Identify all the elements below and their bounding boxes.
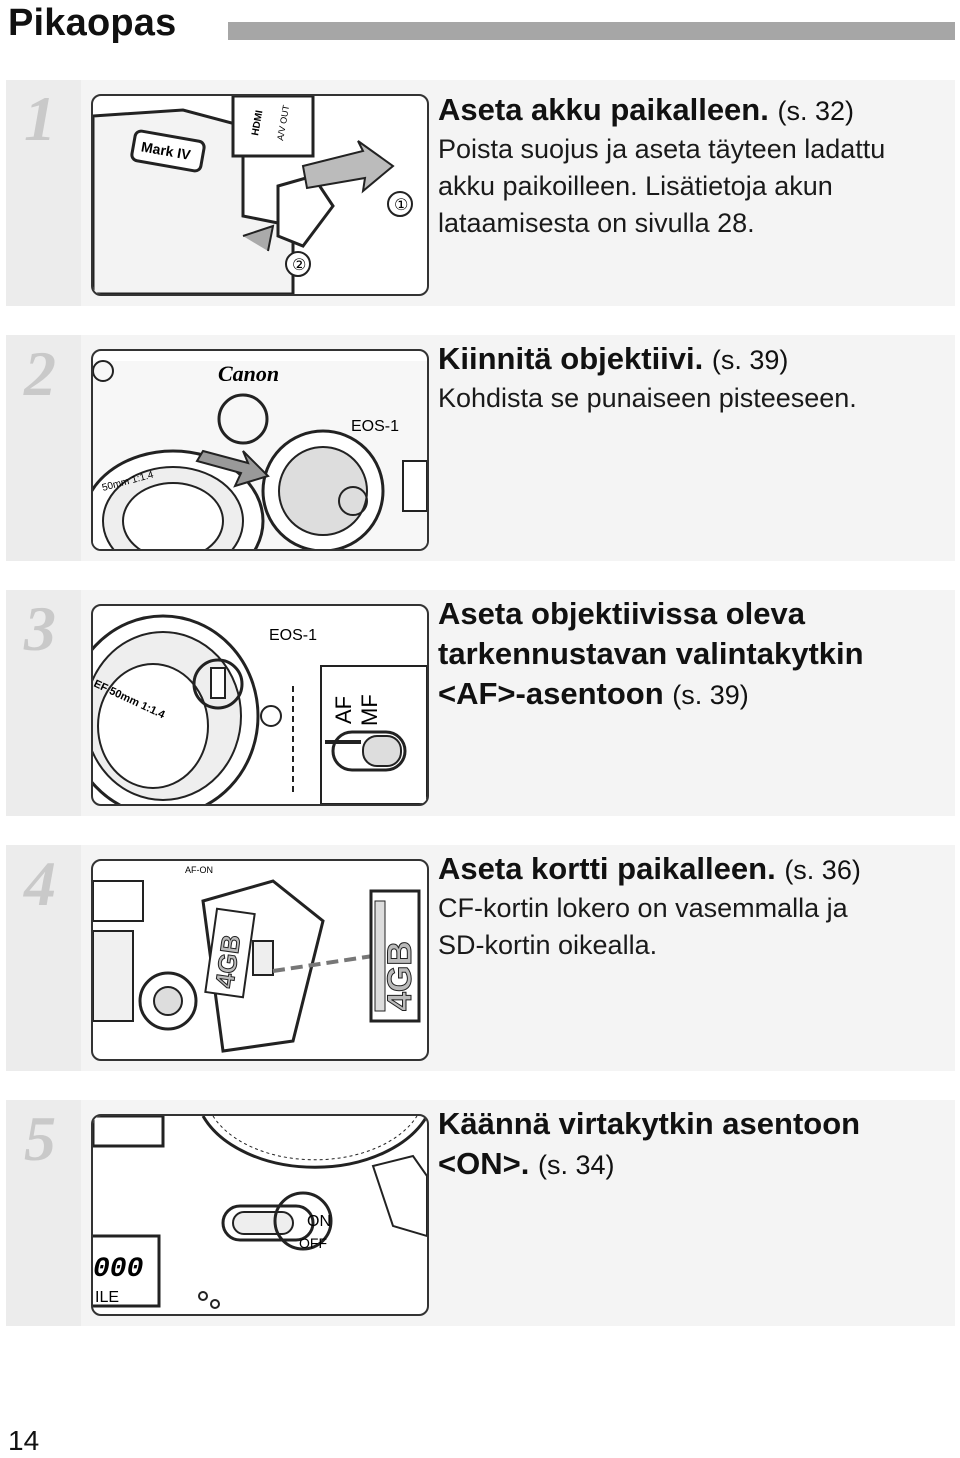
page-title: Pikaopas: [8, 2, 177, 44]
step-number: 4: [24, 848, 56, 919]
desc-line: Poista suojus ja aseta täyteen ladattu: [438, 134, 886, 164]
step-number-box: 1: [6, 80, 81, 306]
step-number-box: 3: [6, 590, 81, 816]
off-label: OFF: [299, 1235, 327, 1251]
step-3: 3 EOS-1 EF 50mm 1:1.4 AF MF Aseta objekt…: [6, 590, 955, 816]
heading-text: Kiinnitä objektiivi.: [438, 341, 704, 376]
power-switch-illustration: 000 ILE ON OFF: [91, 1114, 429, 1316]
step-number: 1: [24, 83, 56, 154]
step-number: 2: [24, 338, 56, 409]
step-description: Poista suojus ja aseta täyteen ladattu a…: [438, 131, 958, 242]
on-label: ON: [307, 1213, 331, 1230]
button-label: AF-ON: [185, 865, 213, 875]
port-label-hdmi: HDMI: [250, 109, 265, 136]
desc-line: lataamisesta on sivulla 28.: [438, 208, 755, 238]
step-text: Aseta objektiivissa oleva tarkennustavan…: [438, 594, 958, 715]
heading-line: tarkennustavan valintakytkin: [438, 636, 864, 671]
sd-card-capacity: 4GB: [381, 941, 419, 1011]
callout-2: ②: [292, 255, 306, 274]
mf-label: MF: [357, 694, 382, 726]
step-1: 1 Mark IV HDMI A/V OUT ① ② Aseta akku pa…: [6, 80, 955, 306]
step-4: 4 AF-ON 4GB 4GB Aseta kortti paikalleen.…: [6, 845, 955, 1071]
page-reference: (s. 39): [672, 680, 749, 710]
step-heading: Aseta akku paikalleen. (s. 32): [438, 90, 958, 131]
step-heading: Kiinnitä objektiivi. (s. 39): [438, 339, 958, 380]
step-text: Aseta kortti paikalleen. (s. 36) CF-kort…: [438, 849, 958, 964]
af-label: AF: [331, 696, 356, 724]
step-description: CF-kortin lokero on vasemmalla ja SD-kor…: [438, 890, 958, 964]
model-badge: EOS-1: [351, 418, 399, 435]
lcd-readout: 000: [93, 1254, 143, 1285]
page-reference: (s. 39): [711, 345, 789, 375]
step-number-box: 5: [6, 1100, 81, 1326]
battery-illustration: Mark IV HDMI A/V OUT ① ②: [91, 94, 429, 296]
page-reference: (s. 34): [537, 1150, 615, 1180]
step-number-box: 2: [6, 335, 81, 561]
step-text: Kiinnitä objektiivi. (s. 39) Kohdista se…: [438, 339, 958, 417]
heading-text: <ON>.: [438, 1146, 530, 1181]
step-description: Kohdista se punaiseen pisteeseen.: [438, 380, 958, 417]
step-2: 2 Canon EOS-1 50mm 1:1.4 Kiinnitä objekt…: [6, 335, 955, 561]
step-5: 5 000 ILE ON OFF Käännä virtakytkin asen…: [6, 1100, 955, 1326]
heading-text: Aseta akku paikalleen.: [438, 92, 769, 127]
step-number: 5: [24, 1103, 56, 1174]
page-reference: (s. 32): [777, 96, 854, 126]
brand-logo: Canon: [218, 361, 279, 386]
desc-line: CF-kortin lokero on vasemmalla ja: [438, 893, 848, 923]
step-text: Käännä virtakytkin asentoon <ON>. (s. 34…: [438, 1104, 958, 1185]
model-badge: EOS-1: [269, 627, 317, 644]
desc-line: Kohdista se punaiseen pisteeseen.: [438, 383, 857, 413]
af-switch-illustration: EOS-1 EF 50mm 1:1.4 AF MF: [91, 604, 429, 806]
step-heading: <AF>-asentoon (s. 39): [438, 674, 958, 715]
heading-line: Aseta objektiivissa oleva: [438, 596, 806, 631]
card-slot-illustration: AF-ON 4GB 4GB: [91, 859, 429, 1061]
step-heading: Aseta kortti paikalleen. (s. 36): [438, 849, 958, 890]
callout-1: ①: [394, 195, 408, 214]
lcd-label: ILE: [95, 1289, 119, 1306]
title-rule: [228, 22, 955, 40]
heading-text: <AF>-asentoon: [438, 676, 664, 711]
lens-mount-illustration: Canon EOS-1 50mm 1:1.4: [91, 349, 429, 551]
step-number-box: 4: [6, 845, 81, 1071]
page-reference: (s. 36): [784, 855, 861, 885]
page-number: 14: [8, 1425, 40, 1456]
step-number: 3: [24, 593, 56, 664]
desc-line: akku paikoilleen. Lisätietoja akun: [438, 171, 833, 201]
step-text: Aseta akku paikalleen. (s. 32) Poista su…: [438, 90, 958, 242]
heading-line: Käännä virtakytkin asentoon: [438, 1106, 861, 1141]
heading-text: Aseta kortti paikalleen.: [438, 851, 776, 886]
step-heading: <ON>. (s. 34): [438, 1144, 958, 1185]
desc-line: SD-kortin oikealla.: [438, 930, 658, 960]
